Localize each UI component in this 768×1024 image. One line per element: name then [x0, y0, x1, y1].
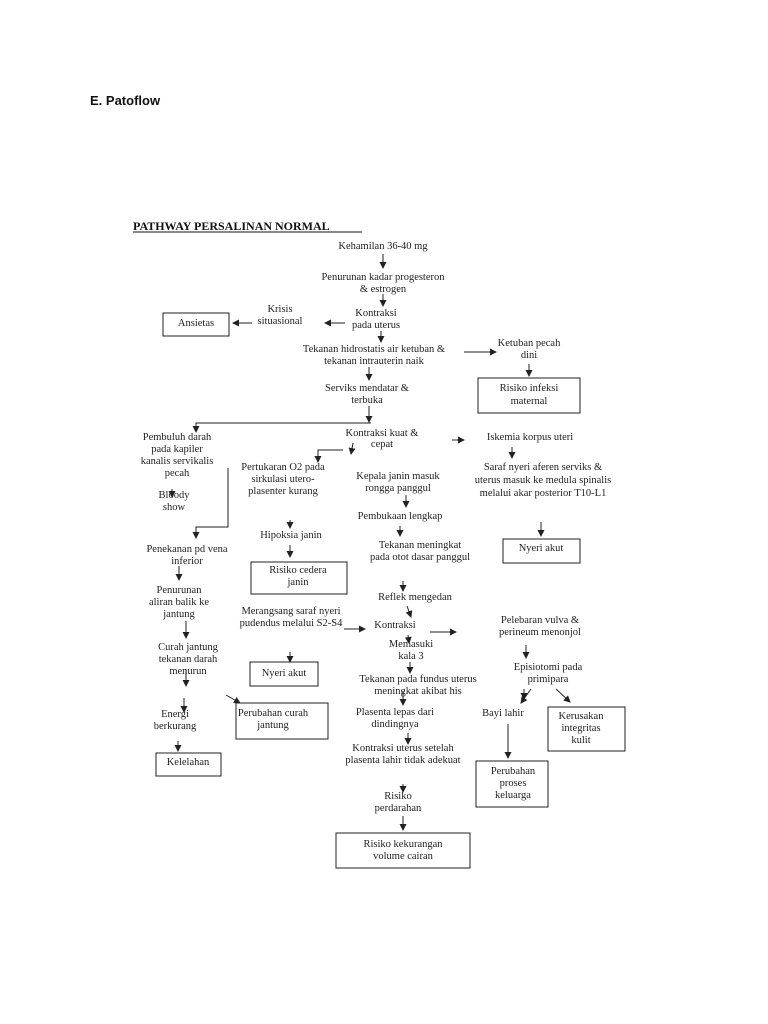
diagram-title: PATHWAY PERSALINAN NORMAL [133, 219, 330, 233]
node-penurunan-hormon: Penurunan kadar progesteron& estrogen [321, 272, 445, 295]
node-box-kerusakan [547, 706, 626, 752]
node-serviks: Serviks mendatar &terbuka [325, 383, 409, 406]
section-heading: E. Patoflow [90, 93, 161, 108]
node-box-nyeri-akut-2 [249, 661, 319, 687]
flow-arrow-38 [555, 688, 571, 703]
node-bayi-lahir: Bayi lahir [482, 708, 524, 719]
node-box-perubahan-proses [475, 760, 549, 808]
node-box-kelelahan [155, 752, 222, 777]
node-hipoksia: Hipoksia janin [260, 530, 322, 541]
flow-arrow-37 [520, 688, 532, 704]
node-kontraksi-kuat: Kontraksi kuat &cepat [346, 428, 419, 450]
node-saraf-nyeri: Saraf nyeri aferen serviks &uterus masuk… [475, 462, 611, 499]
node-kelelahan: Kelelahan [167, 757, 210, 768]
node-box-risiko-infeksi [477, 377, 581, 414]
flow-arrow-13 [348, 442, 356, 455]
node-kehamilan: Kehamilan 36-40 mg [338, 241, 428, 252]
node-box-risiko-kekurangan [335, 832, 471, 869]
node-pembukaan: Pembukaan lengkap [358, 511, 443, 522]
flow-arrow-14 [314, 449, 343, 463]
flow-arrow-24 [405, 605, 413, 618]
node-box-perubahan-curah [235, 702, 329, 740]
node-box-ansietas [162, 312, 230, 337]
node-tekanan-hidrostatis: Tekanan hidrostatis air ketuban &tekanan… [303, 344, 445, 367]
node-ansietas: Ansietas [178, 318, 214, 329]
flow-arrow-33 [225, 694, 241, 704]
node-box-nyeri-akut-1 [502, 538, 581, 564]
flow-arrow-10 [192, 422, 371, 433]
node-box-risiko-cedera [250, 561, 348, 595]
node-kontraksi-2: Kontraksi [374, 620, 415, 631]
flow-arrow-15 [192, 468, 229, 539]
node-nyeri-akut-2: Nyeri akut [262, 668, 307, 679]
node-nyeri-akut-1: Nyeri akut [519, 543, 564, 554]
node-refleks: Reflek mengedan [378, 592, 453, 603]
node-pelebaran-vulva: Pelebaran vulva &perineum menonjol [499, 615, 581, 638]
flow-arrow-27 [404, 634, 412, 644]
node-iskemia: Iskemia korpus uteri [487, 432, 573, 443]
